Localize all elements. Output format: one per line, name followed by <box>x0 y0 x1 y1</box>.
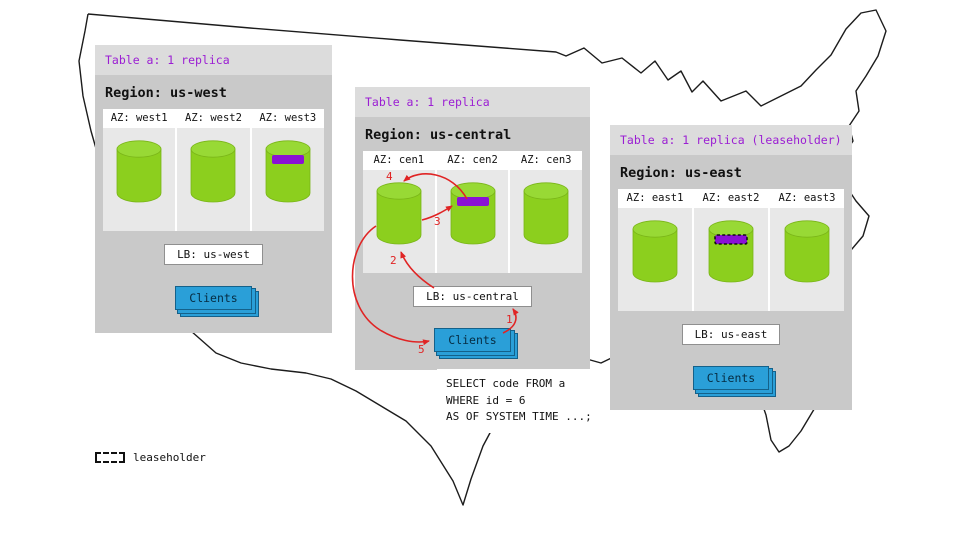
legend: leaseholder <box>95 451 206 464</box>
load-balancer-box: LB: us-west <box>164 244 263 265</box>
db-cylinder-icon <box>523 182 569 245</box>
db-cylinder-icon <box>784 220 830 283</box>
az-label: AZ: east2 <box>694 189 768 208</box>
az-column: AZ: cen3 <box>508 151 583 273</box>
db-cylinder-icon <box>116 140 162 203</box>
az-column: AZ: east1 <box>618 189 692 311</box>
az-group: AZ: west1 AZ: west2 AZ: west3 <box>103 109 324 231</box>
az-column: AZ: east2 <box>692 189 768 311</box>
az-column: AZ: east3 <box>768 189 844 311</box>
az-column: AZ: west2 <box>175 109 250 231</box>
az-column: AZ: west1 <box>103 109 176 231</box>
leaseholder-band <box>714 234 748 245</box>
db-cylinder-icon <box>376 182 422 245</box>
az-column: AZ: west3 <box>249 109 324 231</box>
az-label: AZ: west1 <box>103 109 176 128</box>
az-label: AZ: cen2 <box>436 151 509 170</box>
leaseholder-swatch-icon <box>95 452 125 463</box>
load-balancer-box: LB: us-central <box>413 286 532 307</box>
region-panel-us-central: Table a: 1 replica Region: us-central AZ… <box>355 87 590 370</box>
az-group: AZ: cen1 AZ: cen2 AZ: cen3 <box>363 151 583 273</box>
db-cylinder-icon <box>450 182 495 245</box>
sql-query-note: SELECT code FROM a WHERE id = 6 AS OF SY… <box>437 369 605 433</box>
db-cylinder-icon <box>632 220 678 283</box>
replica-band <box>271 155 304 164</box>
table-banner: Table a: 1 replica <box>355 87 590 117</box>
az-label: AZ: cen3 <box>510 151 583 170</box>
db-cylinder-icon <box>265 140 311 203</box>
table-banner: Table a: 1 replica (leaseholder) <box>610 125 852 155</box>
legend-label: leaseholder <box>133 451 206 464</box>
region-panel-us-west: Table a: 1 replica Region: us-west AZ: w… <box>95 45 332 333</box>
db-cylinder-icon <box>191 140 236 203</box>
az-label: AZ: west3 <box>251 109 324 128</box>
az-group: AZ: east1 AZ: east2 AZ: east3 <box>618 189 844 311</box>
clients-button: Clients <box>175 286 252 310</box>
az-label: AZ: west2 <box>177 109 250 128</box>
region-title: Region: us-east <box>620 165 742 181</box>
az-label: AZ: east1 <box>618 189 692 208</box>
az-label: AZ: cen1 <box>363 151 435 170</box>
sql-line: AS OF SYSTEM TIME ...; <box>446 410 592 423</box>
table-banner: Table a: 1 replica <box>95 45 332 75</box>
az-column: AZ: cen2 <box>434 151 509 273</box>
db-cylinder-icon <box>708 220 754 283</box>
region-panel-us-east: Table a: 1 replica (leaseholder) Region:… <box>610 125 852 410</box>
region-title: Region: us-central <box>365 127 512 143</box>
sql-line: WHERE id = 6 <box>446 393 526 407</box>
clients-button: Clients <box>692 366 770 390</box>
clients-button: Clients <box>434 328 511 352</box>
region-title: Region: us-west <box>105 85 227 101</box>
az-label: AZ: east3 <box>770 189 844 208</box>
sql-line: SELECT code FROM a <box>446 377 566 390</box>
load-balancer-box: LB: us-east <box>681 324 781 345</box>
replica-band <box>456 197 489 206</box>
az-column: AZ: cen1 <box>363 151 435 273</box>
